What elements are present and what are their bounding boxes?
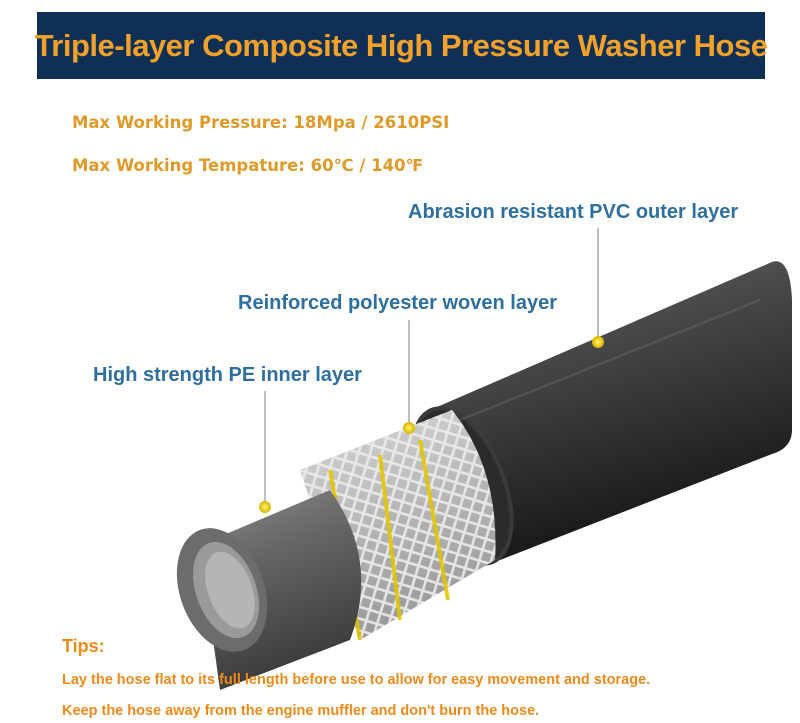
outer-layer-label: Abrasion resistant PVC outer layer	[408, 201, 739, 223]
page-title: Triple-layer Composite High Pressure Was…	[34, 27, 768, 63]
woven-layer-label: Reinforced polyester woven layer	[238, 292, 558, 314]
inner-layer	[176, 490, 362, 690]
spec-max-temperature: Max Working Tempature: 60℃ / 140℉	[72, 156, 424, 175]
tip-item: Keep the hose away from the engine muffl…	[62, 703, 540, 719]
woven-layer-marker	[403, 422, 415, 434]
callout-leaders	[259, 228, 604, 513]
spec-max-pressure: Max Working Pressure: 18Mpa / 2610PSI	[72, 113, 450, 132]
outer-layer-marker	[592, 336, 604, 348]
inner-layer-label: High strength PE inner layer	[93, 364, 362, 386]
tip-item: Lay the hose flat to its full length bef…	[62, 672, 651, 688]
inner-layer-marker	[259, 501, 271, 513]
tips-heading: Tips:	[62, 636, 105, 656]
title-banner: Triple-layer Composite High Pressure Was…	[34, 12, 768, 79]
